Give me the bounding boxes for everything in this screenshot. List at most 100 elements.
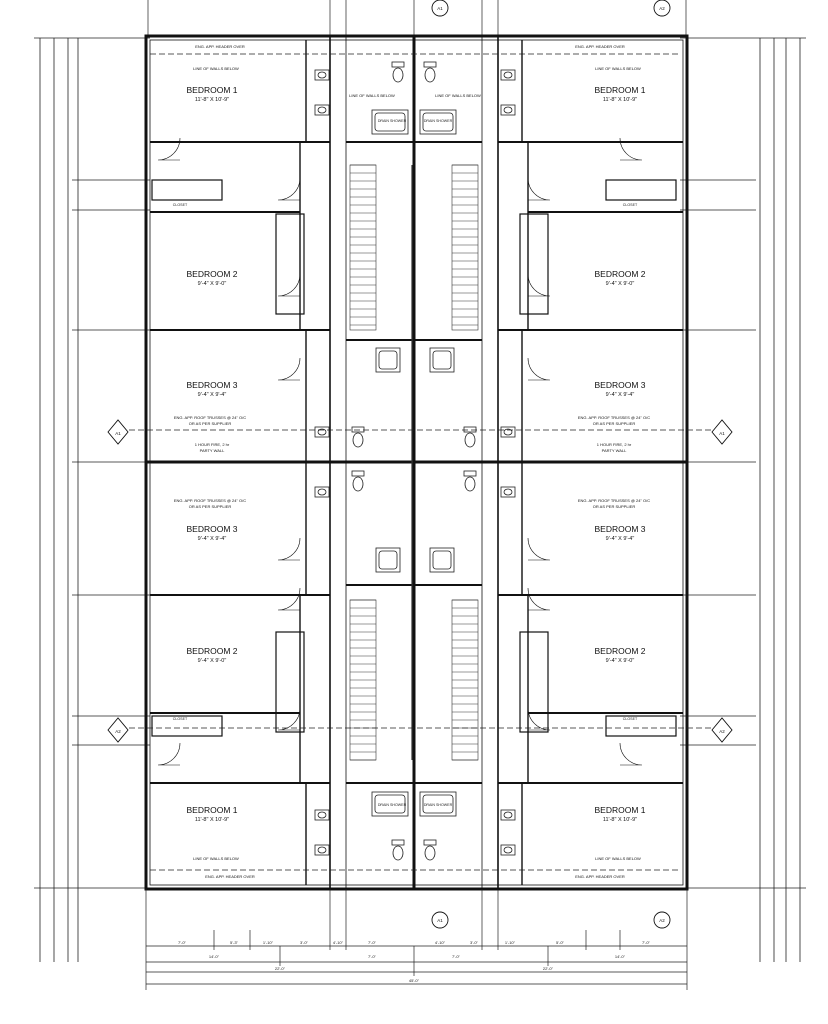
- bedroom3-ll-name: BEDROOM 3: [186, 524, 237, 534]
- tub: [375, 547, 401, 573]
- header-note-tl: ENG. APP. HEADER OVER: [195, 44, 245, 49]
- party-wall-note-l-2: PARTY WALL: [200, 448, 226, 453]
- closet-box: [275, 213, 305, 315]
- door-swing: [527, 357, 551, 381]
- section-marker-text: A1: [115, 431, 121, 436]
- section-markers: A1 A1 A2 A2 A1 A2 A1 A2: [107, 0, 733, 929]
- section-marker-right-upper: A1: [711, 419, 733, 445]
- line-of-walls-note-tr: LINE OF WALLS BELOW: [595, 66, 641, 71]
- dimension-value: 5'-0": [556, 940, 565, 945]
- toilet-tank: [423, 839, 437, 846]
- interior-partitions: [150, 40, 683, 885]
- line-of-walls-note-ctl: LINE OF WALLS BELOW: [349, 93, 395, 98]
- sink-counter: [500, 809, 516, 821]
- bedroom1-br-size: 11'-8" X 10'-9": [603, 817, 637, 823]
- door-swing: [527, 177, 551, 201]
- section-marker-text: A2: [659, 6, 665, 11]
- bedroom2-ul-size: 9'-4" X 9'-0": [198, 281, 227, 287]
- half-width-left: 22'-0": [275, 966, 286, 971]
- closet-label-ll: CLOSET: [173, 717, 188, 721]
- section-marker-left-lower: A2: [107, 717, 129, 743]
- section-marker-text: A1: [437, 6, 443, 11]
- dimension-value: 7'-0": [642, 940, 651, 945]
- bedroom1-tl-size: 11'-8" X 10'-9": [195, 97, 229, 103]
- trusses-note-lr-2: OR AS PER SUPPLIER: [593, 504, 636, 509]
- tub-basin: [432, 350, 452, 370]
- stair-run: [451, 164, 479, 331]
- section-marker-top-center: A1: [431, 0, 449, 17]
- trusses-note-lr-1: ENG. APP. ROOF TRUSSES @ 24" O/C: [578, 498, 650, 503]
- trusses-note-ul-1: ENG. APP. ROOF TRUSSES @ 24" O/C: [174, 415, 246, 420]
- sink-counter: [500, 486, 516, 498]
- tub-basin: [422, 112, 454, 132]
- section-marker-left-upper: A1: [107, 419, 129, 445]
- sink-counter: [314, 104, 330, 116]
- sink-basin: [503, 846, 513, 854]
- sink-basin: [317, 428, 327, 436]
- closet-label-ur: CLOSET: [623, 203, 638, 207]
- closet-box: [605, 715, 677, 737]
- toilet-bowl: [392, 67, 404, 83]
- toilet-tank: [423, 61, 437, 68]
- toilet-tank: [463, 426, 477, 433]
- exterior-walls: [144, 34, 689, 891]
- tub: [429, 547, 455, 573]
- tub-basin: [432, 550, 452, 570]
- door-swing: [277, 537, 301, 561]
- door-swing: [527, 587, 551, 611]
- toilet-tank: [463, 470, 477, 477]
- shower-label-tr: DRAIN SHOWER: [424, 119, 453, 123]
- dimension-value: 14'-0": [209, 954, 220, 959]
- door-swing: [157, 137, 181, 161]
- bedroom2-lr-size: 9'-4" X 9'-0": [606, 658, 635, 664]
- toilet-bowl: [464, 476, 476, 492]
- toilet-bowl: [392, 845, 404, 861]
- stair-run: [349, 164, 377, 331]
- party-wall-note-r-2: PARTY WALL: [602, 448, 628, 453]
- sink-basin: [317, 811, 327, 819]
- bedroom3-ul-size: 9'-4" X 9'-4": [198, 392, 227, 398]
- door-swing: [277, 707, 301, 731]
- half-width-right: 22'-0": [543, 966, 554, 971]
- sink-basin: [317, 488, 327, 496]
- sink-basin: [503, 106, 513, 114]
- section-marker-top-right: A2: [653, 0, 671, 17]
- sink-basin: [503, 488, 513, 496]
- closet-box: [519, 631, 549, 733]
- bedroom3-ur-size: 9'-4" X 9'-4": [606, 392, 635, 398]
- sink-counter: [314, 844, 330, 856]
- header-note-bl: ENG. APP. HEADER OVER: [205, 874, 255, 879]
- section-marker-bottom-right: A2: [653, 911, 671, 929]
- section-marker-right-lower: A2: [711, 717, 733, 743]
- sink-basin: [503, 428, 513, 436]
- line-of-walls-note-br: LINE OF WALLS BELOW: [595, 856, 641, 861]
- tub-basin: [378, 350, 398, 370]
- bedroom3-lr-size: 9'-4" X 9'-4": [606, 536, 635, 542]
- sink-counter: [314, 486, 330, 498]
- dimension-value: 14'-0": [615, 954, 626, 959]
- tub: [371, 109, 409, 135]
- toilet-tank: [351, 426, 365, 433]
- party-wall-note-l-1: 1 HOUR FIRE, 2 hr: [195, 442, 230, 447]
- trusses-note-ur-2: OR AS PER SUPPLIER: [593, 421, 636, 426]
- closet-box: [151, 179, 223, 201]
- dimension-value: 5'-3": [230, 940, 239, 945]
- tub-basin: [374, 794, 406, 814]
- dimension-value: 7'-0": [178, 940, 187, 945]
- toilet-bowl: [352, 476, 364, 492]
- sink-basin: [503, 71, 513, 79]
- section-marker-bottom-center: A1: [431, 911, 449, 929]
- closet-box: [151, 715, 223, 737]
- trusses-note-ll-2: OR AS PER SUPPLIER: [189, 504, 232, 509]
- tub: [429, 347, 455, 373]
- section-marker-text: A2: [659, 918, 665, 923]
- dimension-totals: 22'-0" 22'-0" 45'-0": [275, 966, 554, 983]
- door-swing: [277, 587, 301, 611]
- bedroom1-tr-name: BEDROOM 1: [594, 85, 645, 95]
- tub-basin: [374, 112, 406, 132]
- toilet-bowl: [464, 432, 476, 448]
- bedroom2-ul-name: BEDROOM 2: [186, 269, 237, 279]
- shower-label-tl: DRAIN SHOWER: [378, 119, 407, 123]
- door-swing: [277, 177, 301, 201]
- toilet-tank: [391, 61, 405, 68]
